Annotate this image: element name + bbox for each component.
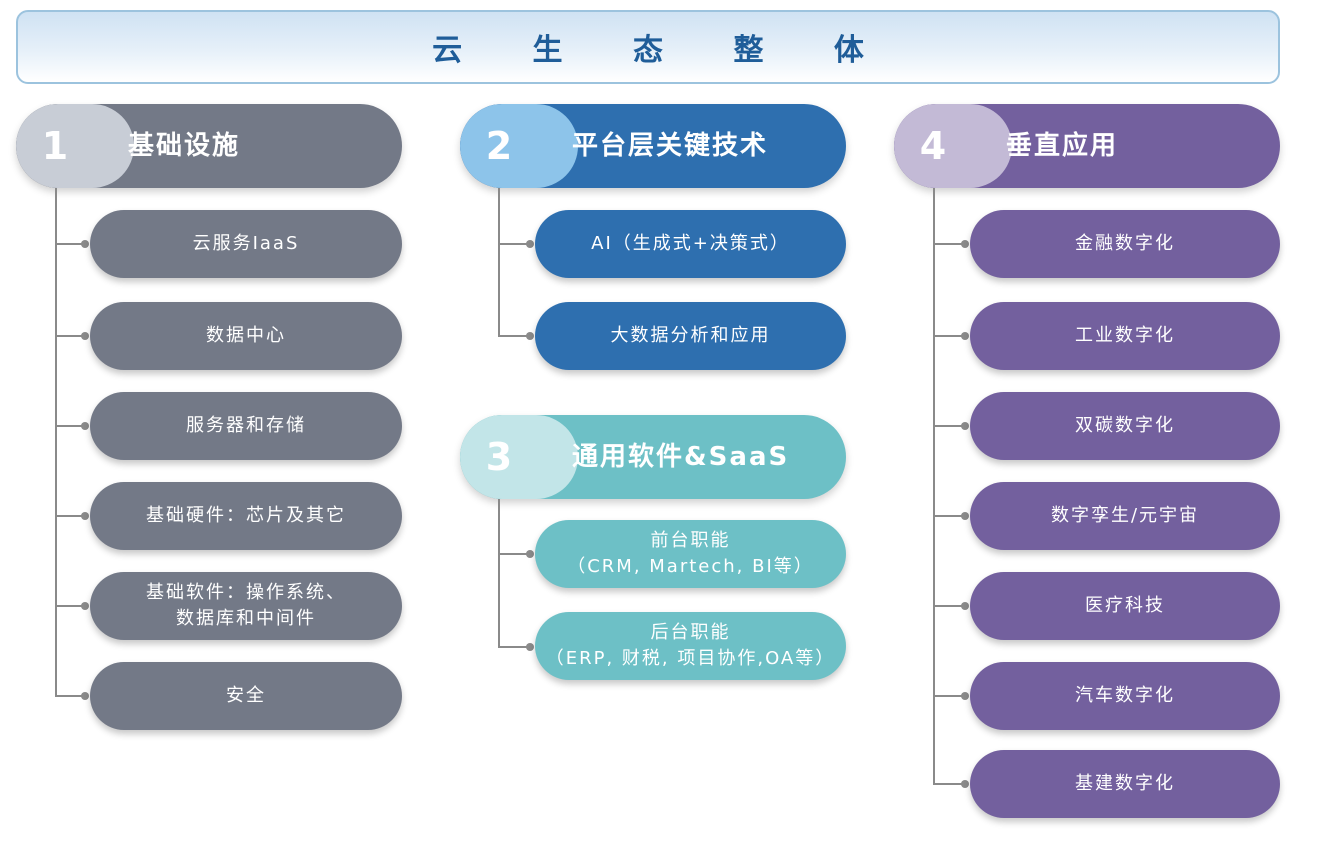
connector-dot	[961, 780, 969, 788]
list-item: 大数据分析和应用	[535, 302, 846, 370]
connector	[55, 425, 85, 427]
connector-dot	[961, 692, 969, 700]
connector-dot	[81, 692, 89, 700]
group-number: 2	[485, 124, 513, 168]
connector-dot	[961, 422, 969, 430]
list-item: 云服务IaaS	[90, 210, 402, 278]
connector-line	[498, 188, 500, 336]
list-item: 金融数字化	[970, 210, 1280, 278]
group-number: 3	[485, 435, 513, 479]
group-number: 4	[919, 124, 947, 168]
list-item: 安全	[90, 662, 402, 730]
list-item: 双碳数字化	[970, 392, 1280, 460]
connector-dot	[526, 240, 534, 248]
connector-dot	[961, 332, 969, 340]
connector	[933, 783, 965, 785]
connector-dot	[81, 602, 89, 610]
connector	[933, 335, 965, 337]
group-number: 1	[41, 124, 69, 168]
connector	[55, 695, 85, 697]
list-item: 前台职能 （CRM, Martech, BI等）	[535, 520, 846, 588]
connector	[55, 243, 85, 245]
connector-line	[55, 188, 57, 696]
connector-dot	[81, 512, 89, 520]
group-header: 1 基础设施	[16, 104, 402, 188]
group-header: 2 平台层关键技术	[460, 104, 846, 188]
number-tab	[460, 415, 578, 499]
connector-dot	[81, 332, 89, 340]
connector-dot	[81, 240, 89, 248]
connector	[498, 243, 530, 245]
connector	[933, 243, 965, 245]
connector-dot	[526, 332, 534, 340]
group-label: 垂直应用	[1006, 131, 1119, 161]
connector-dot	[961, 240, 969, 248]
group-label: 基础设施	[128, 131, 241, 161]
connector-dot	[526, 550, 534, 558]
list-item: 工业数字化	[970, 302, 1280, 370]
connector	[498, 553, 530, 555]
title-banner: 云 生 态 整 体	[16, 10, 1280, 84]
connector-line	[933, 188, 935, 784]
number-tab	[16, 104, 134, 188]
connector	[933, 425, 965, 427]
connector	[933, 515, 965, 517]
connector	[55, 335, 85, 337]
connector-dot	[961, 512, 969, 520]
connector	[55, 515, 85, 517]
connector	[933, 605, 965, 607]
list-item: AI（生成式+决策式）	[535, 210, 846, 278]
connector	[933, 695, 965, 697]
list-item: 医疗科技	[970, 572, 1280, 640]
number-tab	[894, 104, 1012, 188]
connector	[498, 335, 530, 337]
group-label: 通用软件&SaaS	[572, 442, 790, 472]
group-header: 4 垂直应用	[894, 104, 1280, 188]
group-header: 3 通用软件&SaaS	[460, 415, 846, 499]
list-item: 基础软件：操作系统、 数据库和中间件	[90, 572, 402, 640]
connector	[498, 646, 530, 648]
list-item: 基础硬件：芯片及其它	[90, 482, 402, 550]
connector	[55, 605, 85, 607]
list-item: 数据中心	[90, 302, 402, 370]
connector-dot	[81, 422, 89, 430]
list-item: 服务器和存储	[90, 392, 402, 460]
list-item: 基建数字化	[970, 750, 1280, 818]
list-item: 数字孪生/元宇宙	[970, 482, 1280, 550]
number-tab	[460, 104, 578, 188]
connector-dot	[526, 643, 534, 651]
list-item: 后台职能 （ERP, 财税, 项目协作,OA等）	[535, 612, 846, 680]
group-label: 平台层关键技术	[572, 131, 769, 161]
diagram-title: 云 生 态 整 体	[432, 33, 894, 68]
connector-line	[498, 499, 500, 647]
list-item: 汽车数字化	[970, 662, 1280, 730]
connector-dot	[961, 602, 969, 610]
